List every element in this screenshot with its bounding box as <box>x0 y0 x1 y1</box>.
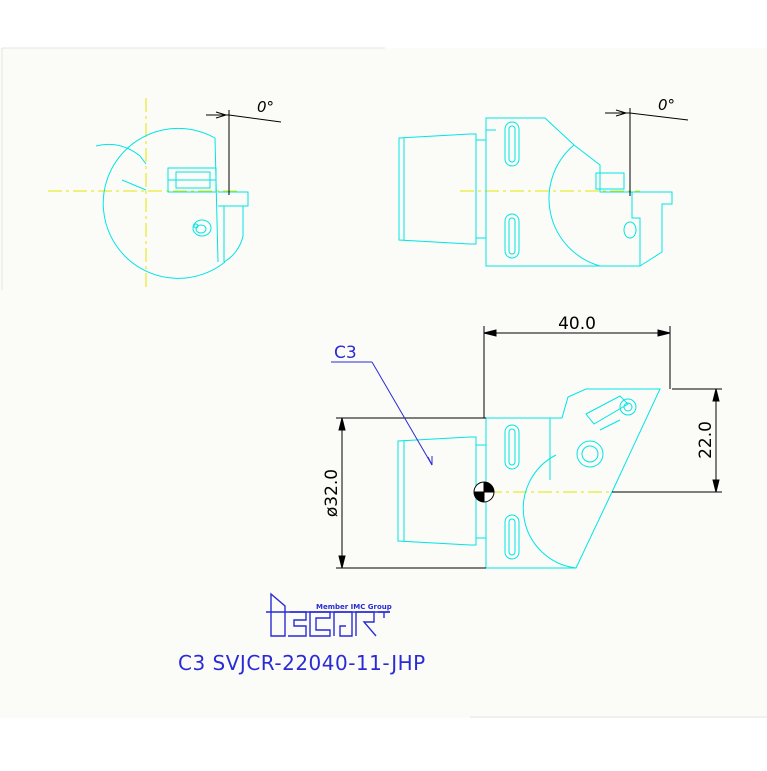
centre-mark <box>473 481 495 503</box>
end-view-angle <box>206 110 282 195</box>
logo-mark <box>266 592 390 637</box>
dimension-height: 22.0 <box>696 421 716 459</box>
side-view-angle <box>605 108 689 196</box>
side-view-angle-label: 0° <box>658 96 675 114</box>
dimension-lines <box>336 326 722 569</box>
side-view <box>398 117 673 267</box>
c3-leader <box>331 361 433 466</box>
dimension-diameter: ø32.0 <box>322 469 342 517</box>
dimension-length: 40.0 <box>558 314 596 334</box>
sheet-background <box>0 47 767 718</box>
iscar-logo: Member IMC Group <box>266 592 392 637</box>
end-view <box>48 98 249 288</box>
part-number: C3 SVJCR-22040-11-JHP <box>178 651 426 675</box>
main-view <box>397 388 661 569</box>
end-view-angle-label: 0° <box>257 98 274 116</box>
c3-callout-label: C3 <box>334 343 357 363</box>
logo-tagline: Member IMC Group <box>316 603 392 611</box>
